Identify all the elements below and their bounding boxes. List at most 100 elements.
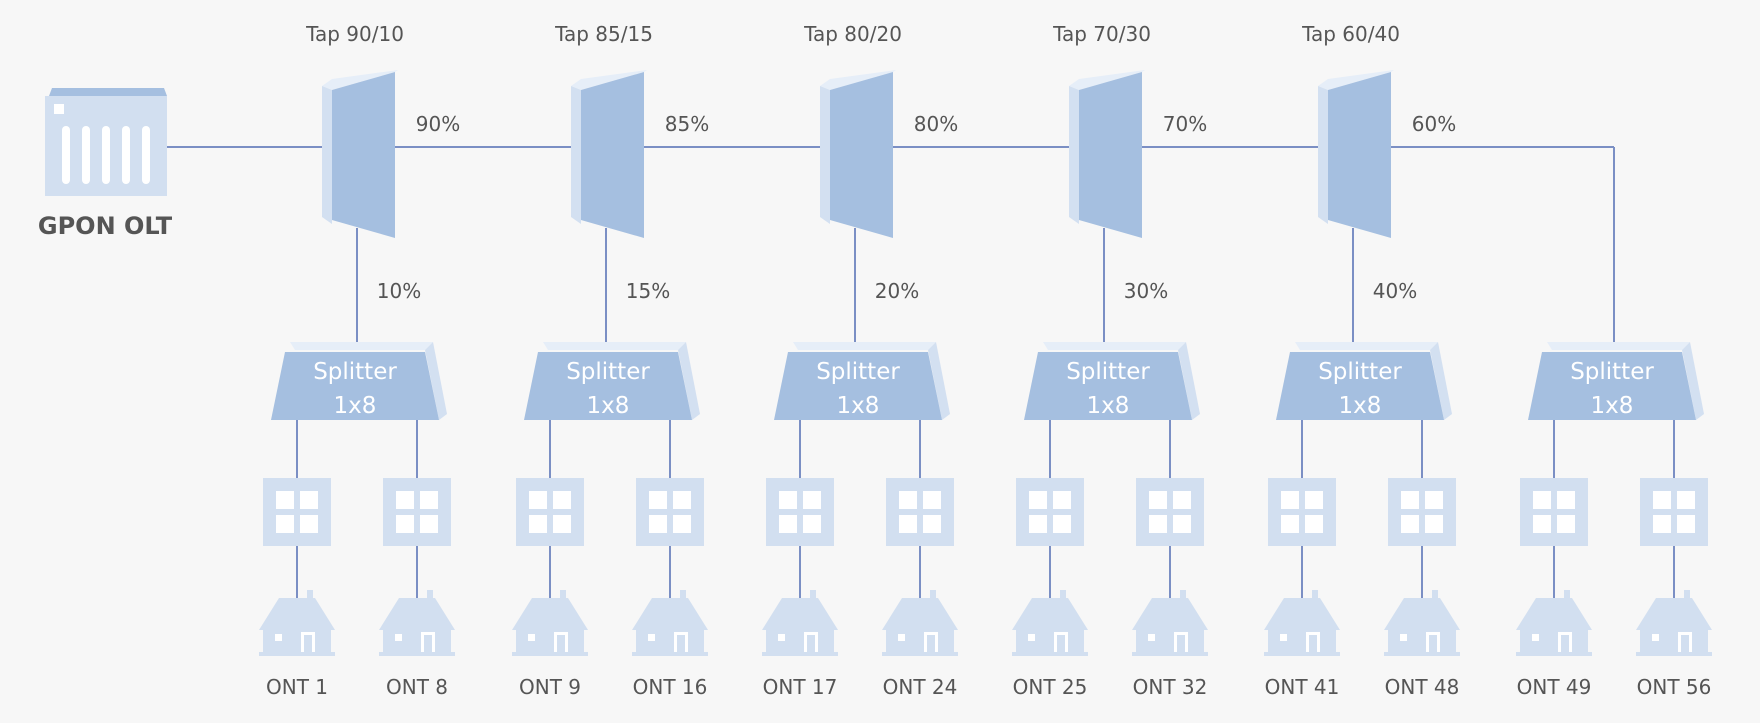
ont-branch: ONT 49: [1516, 420, 1592, 699]
ont-window-icon: [383, 478, 451, 546]
house-base: [259, 652, 335, 656]
ont-box: [1640, 478, 1708, 546]
house-base: [1264, 652, 1340, 656]
ont-branch: ONT 25: [1012, 420, 1088, 699]
house-door-panel: [557, 635, 565, 652]
house-wall: [1520, 628, 1588, 652]
house-door-panel: [424, 635, 432, 652]
ont-pane: [803, 491, 821, 509]
tap-through-percent: 85%: [665, 112, 709, 136]
tap-coupler-icon: [820, 70, 896, 238]
olt-port-slot: [82, 126, 90, 184]
house-icon: [1636, 590, 1712, 656]
ont-pane: [529, 515, 547, 533]
splitter-top-face: [543, 342, 686, 350]
house-chimney: [307, 590, 313, 603]
house-icon: [882, 590, 958, 656]
splitter-top-face: [793, 342, 936, 350]
ont-label: ONT 16: [633, 675, 708, 699]
house-icon: [762, 590, 838, 656]
ont-pane: [420, 515, 438, 533]
ont-pane: [1281, 491, 1299, 509]
ont-window-icon: [1016, 478, 1084, 546]
house-base: [1636, 652, 1712, 656]
tap-top-face: [1318, 70, 1394, 90]
ont-window-icon: [1520, 478, 1588, 546]
house-chimney: [1180, 590, 1186, 603]
ont-pane: [1677, 515, 1695, 533]
splitter-title: Splitter: [1066, 359, 1150, 385]
ont-window-icon: [766, 478, 834, 546]
ont-label: ONT 25: [1013, 675, 1088, 699]
house-wall: [516, 628, 584, 652]
ont-label: ONT 41: [1265, 675, 1340, 699]
house-wall: [1016, 628, 1084, 652]
ont-pane: [673, 491, 691, 509]
tap-top-face: [1069, 70, 1145, 90]
ont-pane: [396, 515, 414, 533]
house-icon: [1516, 590, 1592, 656]
splitter-body: [774, 352, 942, 420]
ont-box: [1268, 478, 1336, 546]
tap-through-percent: 90%: [416, 112, 460, 136]
ont-pane: [779, 491, 797, 509]
ont-pane: [1533, 491, 1551, 509]
house-base: [512, 652, 588, 656]
tap-front-face: [581, 72, 644, 238]
house-chimney: [810, 590, 816, 603]
ont-box: [766, 478, 834, 546]
olt-led: [54, 104, 64, 114]
ont-pane: [1557, 491, 1575, 509]
house-roof: [1384, 598, 1460, 630]
house-door-panel: [1561, 635, 1569, 652]
house-base: [762, 652, 838, 656]
ont-pane: [923, 491, 941, 509]
splitter-title: Splitter: [1570, 359, 1654, 385]
ont-pane: [396, 491, 414, 509]
house-door-panel: [677, 635, 685, 652]
ont-window-icon: [1640, 478, 1708, 546]
house-roof: [259, 598, 335, 630]
ont-box: [1520, 478, 1588, 546]
splitter-top-face: [1547, 342, 1690, 350]
ont-pane: [553, 491, 571, 509]
splitter-ratio: 1x8: [837, 393, 880, 419]
ont-pane: [1149, 515, 1167, 533]
house-chimney: [427, 590, 433, 603]
splitter-ratio: 1x8: [1339, 393, 1382, 419]
ont-pane: [1557, 515, 1575, 533]
house-window: [395, 634, 402, 641]
tap-coupler-icon: [571, 70, 647, 238]
house-roof: [1516, 598, 1592, 630]
house-wall: [766, 628, 834, 652]
splitter-title: Splitter: [816, 359, 900, 385]
tap-front-face: [1328, 72, 1391, 238]
tap-coupler-icon: [1318, 70, 1394, 238]
house-wall: [263, 628, 331, 652]
ont-pane: [553, 515, 571, 533]
house-roof: [1132, 598, 1208, 630]
house-wall: [636, 628, 704, 652]
ont-pane: [649, 515, 667, 533]
splitter-side-face: [425, 342, 447, 420]
house-chimney: [1564, 590, 1570, 603]
ont-pane: [1401, 491, 1419, 509]
tap-drop-percent: 15%: [626, 279, 670, 303]
splitter-ratio: 1x8: [334, 393, 377, 419]
ont-pane: [649, 491, 667, 509]
ont-pane: [1149, 491, 1167, 509]
ont-pane: [1401, 515, 1419, 533]
ont-pane: [1425, 515, 1443, 533]
splitter-side-face: [928, 342, 950, 420]
house-base: [1516, 652, 1592, 656]
house-window: [275, 634, 282, 641]
ont-box: [1388, 478, 1456, 546]
splitter-body: [271, 352, 439, 420]
